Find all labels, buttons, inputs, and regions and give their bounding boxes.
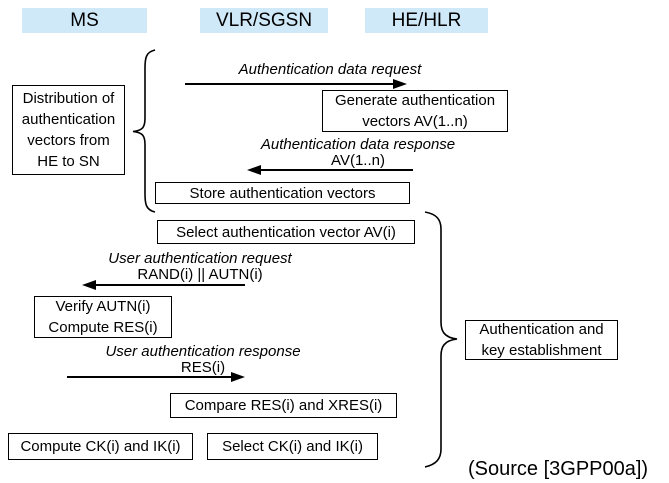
auth-key-line2: key establishment <box>481 342 602 359</box>
box-compare-res: Compare RES(i) and XRES(i) <box>170 393 397 418</box>
arrowhead-right-icon <box>393 79 407 89</box>
message-label-user-auth-response: User authentication response <box>105 343 301 360</box>
auth-key-line1: Authentication and <box>479 321 604 338</box>
box-select-ck-ik: Select CK(i) and IK(i) <box>207 433 378 460</box>
store-text: Store authentication vectors <box>189 184 376 202</box>
arrow-user-auth-request <box>95 284 245 286</box>
box-select-av: Select authentication vector AV(i) <box>157 220 415 244</box>
generate-line2: vectors AV(1..n) <box>362 113 468 130</box>
message-payload-res: RES(i) <box>180 359 226 376</box>
phase-box-distribution: Distribution of authentication vectors f… <box>12 85 125 175</box>
message-payload-rand-autn: RAND(i) || AUTN(i) <box>137 266 263 283</box>
message-payload-av: AV(1..n) <box>331 152 385 169</box>
arrow-auth-data-request <box>185 83 394 85</box>
compare-text: Compare RES(i) and XRES(i) <box>184 397 383 414</box>
right-brace <box>424 211 458 468</box>
message-label-auth-data-response: Authentication data response <box>260 136 456 153</box>
arrowhead-left-icon <box>247 165 261 175</box>
verify-line2: Compute RES(i) <box>48 319 158 336</box>
box-compute-ck-ik: Compute CK(i) and IK(i) <box>8 433 193 460</box>
phase-distribution-line3: vectors from <box>27 132 110 149</box>
arrowhead-left-icon <box>82 280 96 290</box>
generate-line1: Generate authentication <box>334 92 496 109</box>
arrowhead-right-icon <box>231 372 245 382</box>
arrow-auth-data-response <box>260 169 413 171</box>
entity-header-ms: MS <box>22 8 147 33</box>
box-generate-vectors: Generate authentication vectors AV(1..n) <box>322 90 508 132</box>
left-brace <box>132 49 156 213</box>
message-label-auth-data-request: Authentication data request <box>238 61 422 78</box>
phase-distribution-line2: authentication <box>21 111 116 128</box>
source-note: (Source [3GPP00a]) <box>468 458 649 480</box>
phase-distribution-line1: Distribution of <box>22 90 115 107</box>
select-av-text: Select authentication vector AV(i) <box>176 223 396 241</box>
phase-box-auth-key-establishment: Authentication and key establishment <box>465 320 618 360</box>
arrow-user-auth-response <box>67 376 231 378</box>
box-store-vectors: Store authentication vectors <box>155 182 410 204</box>
select-ck-text: Select CK(i) and IK(i) <box>222 438 363 455</box>
entity-header-vlr-sgsn: VLR/SGSN <box>200 8 328 33</box>
box-verify-compute: Verify AUTN(i) Compute RES(i) <box>34 296 172 338</box>
entity-header-he-hlr: HE/HLR <box>365 8 488 33</box>
verify-line1: Verify AUTN(i) <box>55 298 151 315</box>
message-label-user-auth-request: User authentication request <box>108 250 292 267</box>
compute-ck-text: Compute CK(i) and IK(i) <box>20 438 181 455</box>
phase-distribution-line4: HE to SN <box>37 153 100 170</box>
